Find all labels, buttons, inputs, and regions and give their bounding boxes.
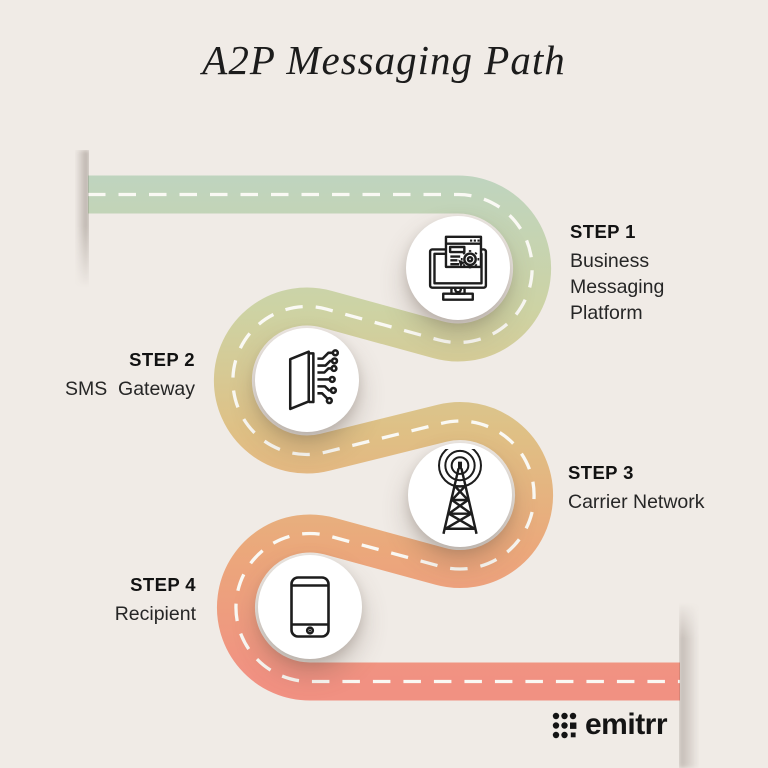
step-description: Recipient [114, 603, 196, 625]
step-3-circle [408, 443, 512, 547]
step-label: STEP 2 [129, 349, 195, 370]
brand-name: emitrr [585, 708, 668, 741]
step-label: STEP 3 [568, 462, 634, 483]
step-description: Business Messaging Platform [570, 250, 665, 324]
step-3-block: STEP 3 Carrier Network [568, 462, 758, 515]
smartphone-icon [290, 576, 330, 638]
step-4-circle [258, 555, 362, 659]
step-description: SMS Gateway [64, 378, 195, 400]
step-4-block: STEP 4 Recipient [6, 574, 196, 627]
step-description: Carrier Network [568, 491, 705, 513]
step-2-block: STEP 2 SMS Gateway [5, 349, 195, 402]
gateway-door-circuit-icon [288, 349, 340, 411]
step-2-circle [255, 328, 359, 432]
emitrr-dot-grid-icon [552, 712, 577, 738]
brand-logo: emitrr [552, 707, 681, 743]
monitor-gear-icon [428, 235, 488, 301]
step-label: STEP 4 [130, 574, 196, 595]
step-label: STEP 1 [570, 221, 636, 242]
step-1-circle [406, 216, 510, 320]
step-1-block: STEP 1 Business Messaging Platform [570, 221, 730, 326]
page-title: A2P Messaging Path [202, 37, 566, 83]
road-centerline-dashes [88, 192, 680, 684]
antenna-tower-icon [438, 449, 482, 535]
